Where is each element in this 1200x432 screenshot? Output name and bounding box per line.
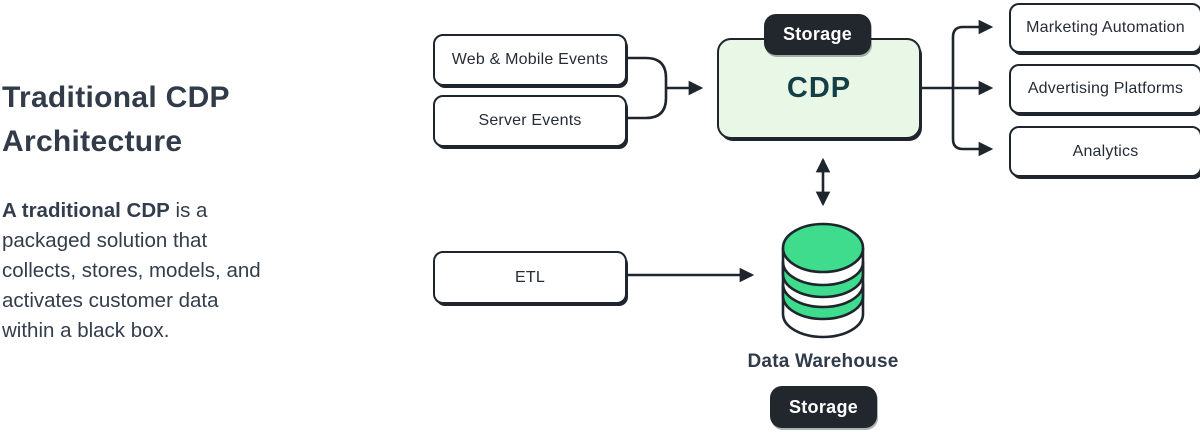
description-bold-lead: A traditional CDP xyxy=(2,199,170,222)
node-label: Web & Mobile Events xyxy=(451,51,609,68)
arrow-cdp-to-marketing xyxy=(951,19,994,88)
node-label: Advertising Platforms xyxy=(1027,80,1184,97)
badge-label: Storage xyxy=(782,24,853,44)
node-marketing-automation: Marketing Automation xyxy=(1009,3,1200,53)
node-advertising-platforms: Advertising Platforms xyxy=(1009,64,1200,114)
node-label: Marketing Automation xyxy=(1026,19,1185,36)
cdp-storage-badge: Storage xyxy=(764,14,871,55)
diagram-title: Traditional CDP Architecture xyxy=(2,81,230,158)
description-rest: is a packaged solution that collects, st… xyxy=(2,199,261,342)
node-label: Server Events xyxy=(478,112,582,129)
node-web-mobile-events: Web & Mobile Events xyxy=(433,34,627,86)
node-analytics: Analytics xyxy=(1009,126,1200,177)
warehouse-storage-badge: Storage xyxy=(770,386,877,428)
database-icon xyxy=(781,222,865,339)
sources-merge-connector xyxy=(623,56,668,120)
node-label: Analytics xyxy=(1072,142,1139,160)
node-server-events: Server Events xyxy=(433,95,627,147)
node-label: ETL xyxy=(515,268,545,286)
arrow-cdp-to-analytics xyxy=(951,88,994,157)
diagram-description: A traditional CDP is a packaged solution… xyxy=(2,196,266,346)
cdp-label: CDP xyxy=(786,72,852,104)
node-etl: ETL xyxy=(433,251,627,304)
badge-label: Storage xyxy=(788,396,859,417)
warehouse-label: Data Warehouse xyxy=(747,351,899,372)
